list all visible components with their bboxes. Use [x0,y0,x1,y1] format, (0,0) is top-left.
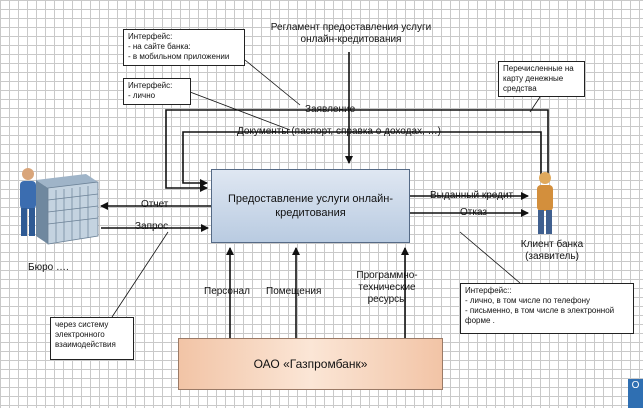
flow-report-label: Отчет [141,199,169,210]
server-rack-icon [36,174,99,245]
flow-documents-label: Документы (паспорт, справка о доходах, …… [237,126,441,137]
note-line: - лично [128,91,156,100]
note-line: форме . [465,316,495,325]
note-funds: Перечисленные на карту денежные средства [498,61,585,97]
note-line: через систему [55,320,109,329]
flow-issued-credit-label: Выданный кредит [430,190,514,201]
note-line: - в мобильном приложении [128,52,230,61]
bureau-label: Бюро …. [28,262,69,273]
note-line: Интерфейс:: [465,286,512,295]
note-line: Интерфейс: [128,32,173,41]
note-line: Перечисленные на [503,64,574,73]
client-person-icon [537,172,553,234]
corner-app-label: O [631,380,640,391]
note-line: электронного [55,330,105,339]
note-personal-interface: Интерфейс: - лично [123,78,191,105]
resource-staff-label: Персонал [204,286,250,297]
note-line: взаимодействия [55,340,116,349]
resource-software-line: технические [358,282,416,293]
client-label-line: Клиент банка [520,239,584,250]
flow-request-label: Запрос [135,221,169,232]
note-online-interface: Интерфейс: - на сайте банка: - в мобильн… [123,29,245,66]
note-line: средства [503,84,537,93]
process-label: Предоставление услуги онлайн-кредитовани… [227,193,394,219]
flow-application-label: Заявление [305,104,356,115]
client-label: Клиент банка (заявитель) [512,239,592,263]
bank-label: ОАО «Газпромбанк» [253,357,368,371]
corner-app-button[interactable]: O [628,379,643,408]
note-line: карту денежные [503,74,564,83]
note-system: через систему электронного взаимодействи… [50,317,134,360]
resource-premises-label: Помещения [266,286,322,297]
regulation-label: Регламент предоставления услуги онлайн-к… [270,22,432,45]
resource-software-label: Программно- технические ресурсы [350,270,424,306]
note-line: - лично, в том числе по телефону [465,296,591,305]
client-label-line: (заявитель) [525,251,579,262]
resource-software-line: ресурсы [367,294,407,305]
person-icon [20,168,36,236]
flow-refusal-label: Отказ [460,207,487,218]
resource-software-line: Программно- [356,270,418,281]
note-line: - письменно, в том числе в электронной [465,306,615,315]
note-line: Интерфейс: [128,81,173,90]
process-box: Предоставление услуги онлайн-кредитовани… [211,169,410,243]
bank-box: ОАО «Газпромбанк» [178,338,443,390]
note-client-interface: Интерфейс:: - лично, в том числе по теле… [460,283,634,334]
note-line: - на сайте банка: [128,42,191,51]
bureau-illustration [20,168,99,245]
